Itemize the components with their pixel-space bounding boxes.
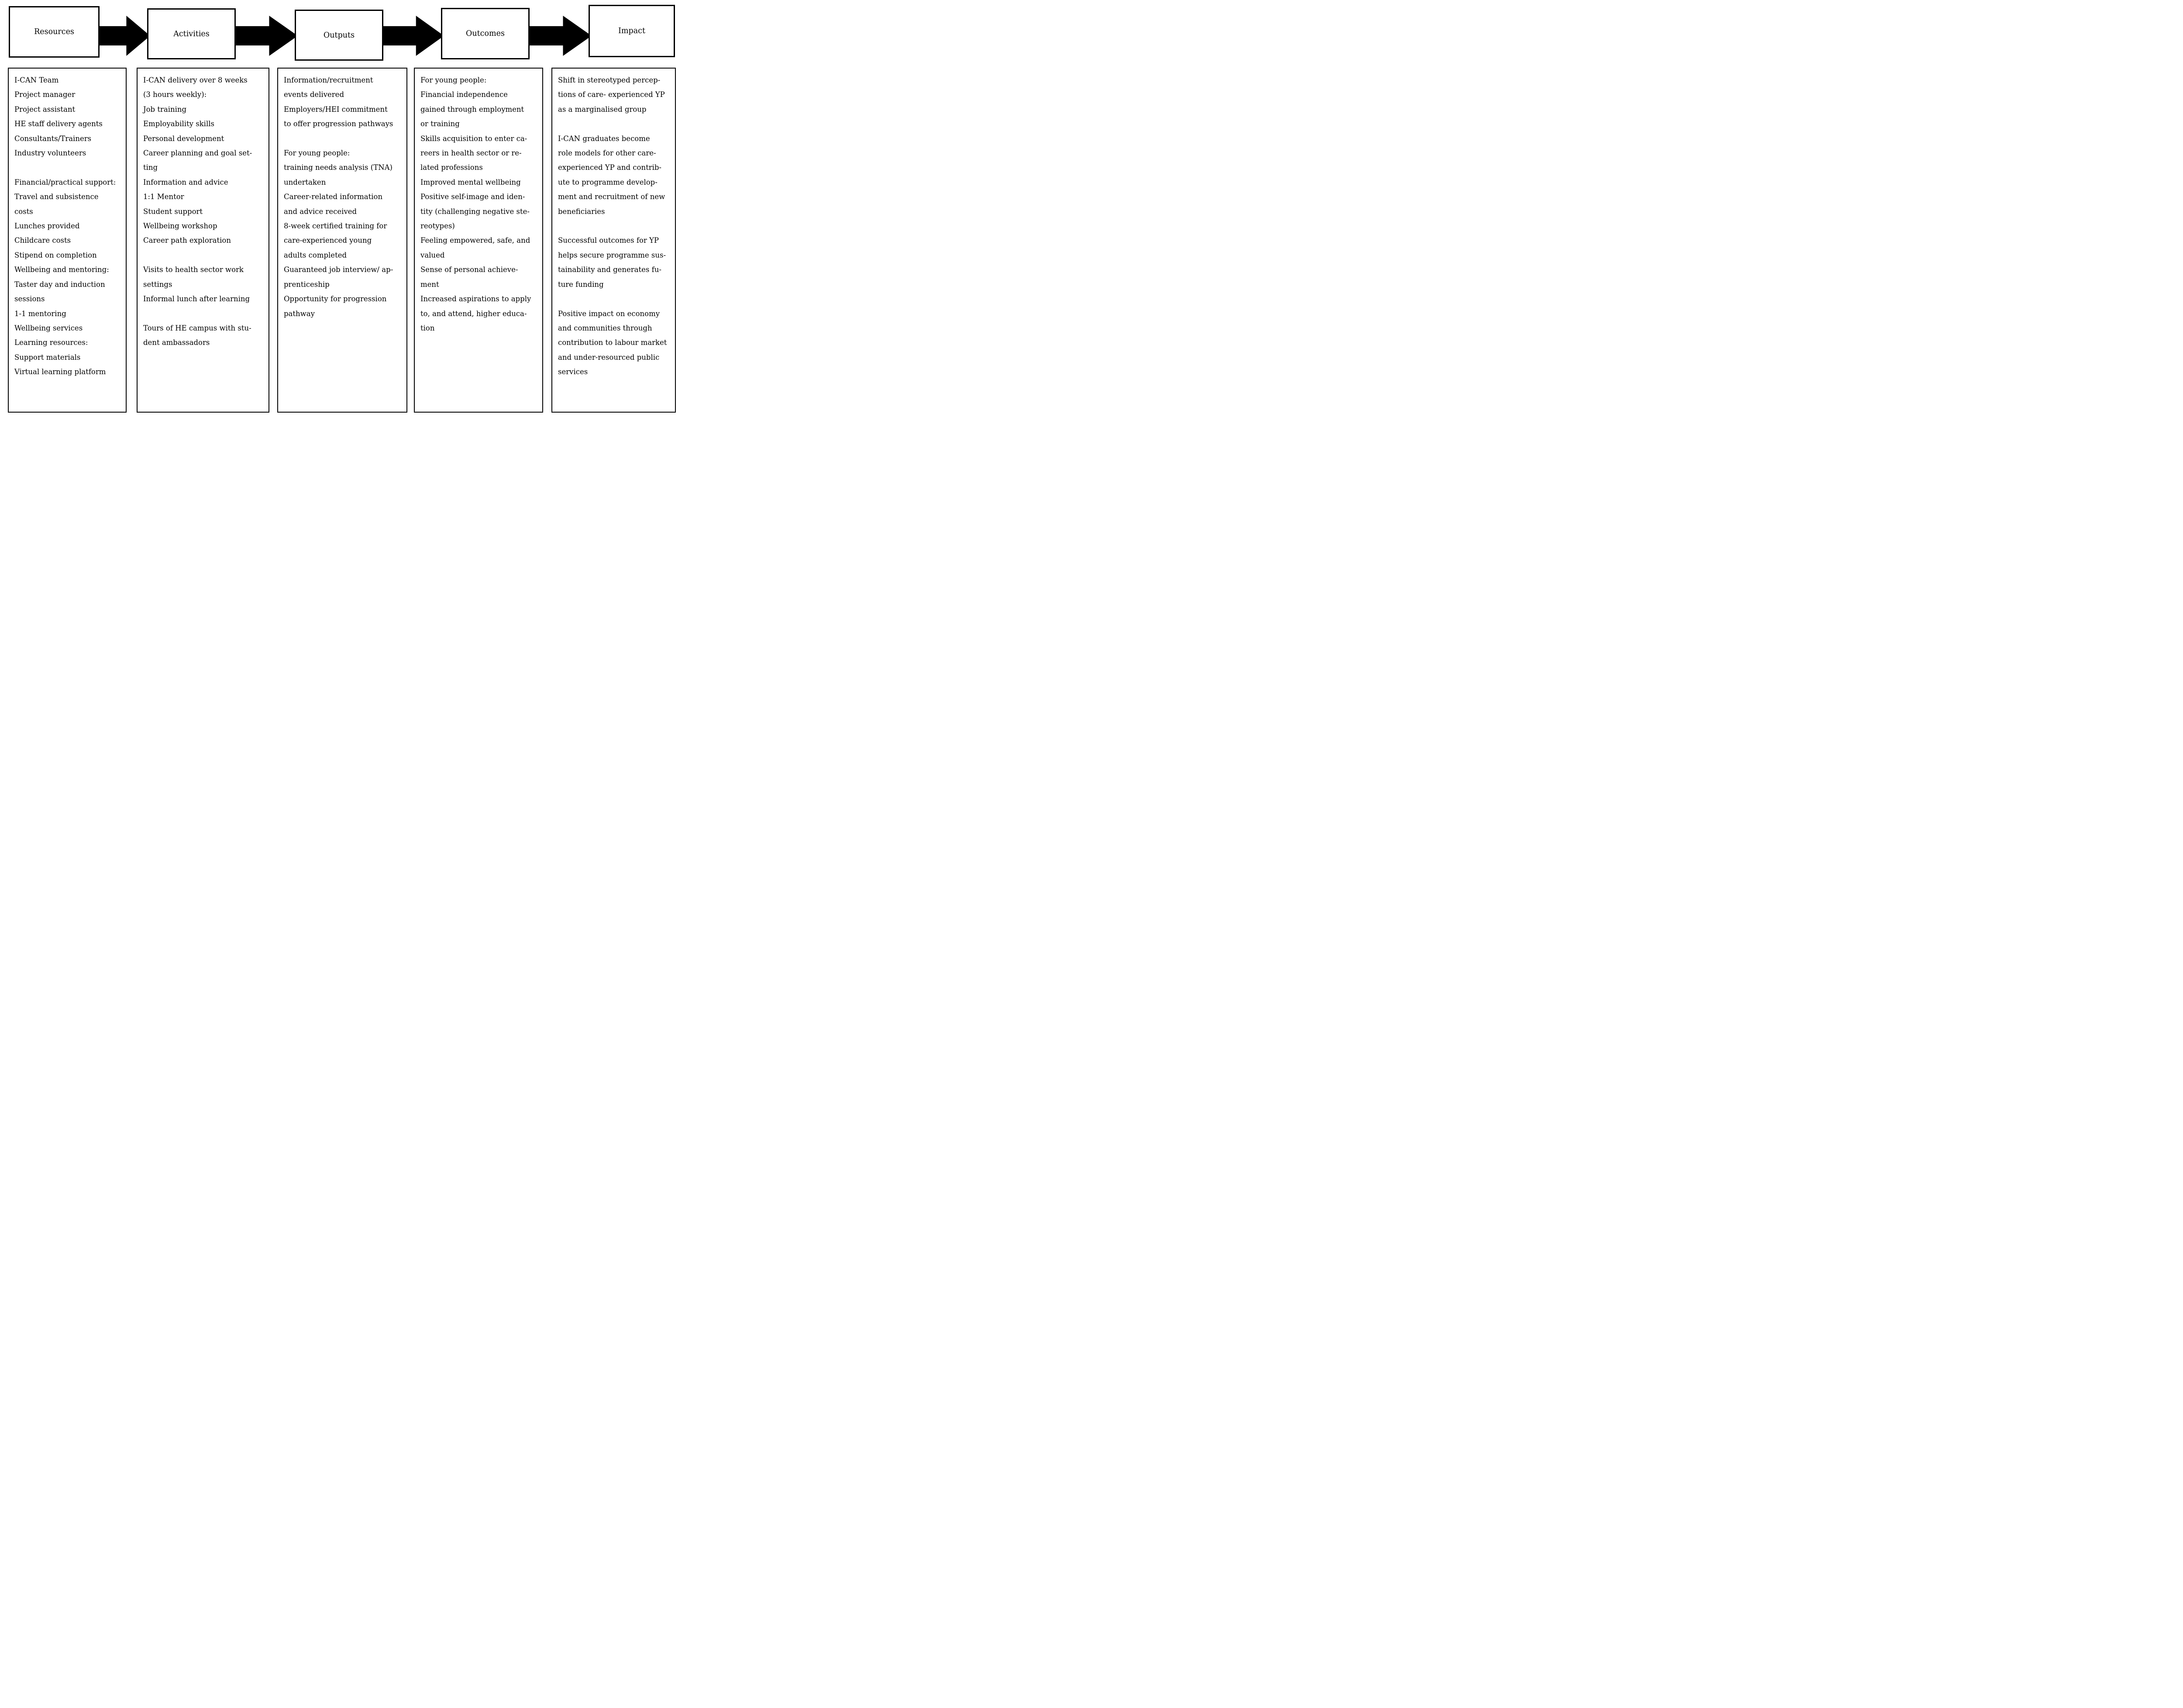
outputs-text: Information/recruitment events delivered… xyxy=(284,76,393,318)
header-label-outcomes: Outcomes xyxy=(466,29,505,38)
content-box-impact: Shift in stereotyped percep- tions of ca… xyxy=(551,68,676,413)
content-box-outcomes: For young people: Financial independence… xyxy=(414,68,543,413)
content-box-outputs: Information/recruitment events delivered… xyxy=(277,68,407,413)
flow-arrow-activities-to-outputs-icon xyxy=(230,16,298,56)
flow-arrow-outputs-to-outcomes-icon xyxy=(377,16,444,56)
flow-arrow-outcomes-to-impact-icon xyxy=(523,16,592,56)
header-box-impact: Impact xyxy=(589,5,675,57)
resources-text: I-CAN Team Project manager Project assis… xyxy=(14,76,116,376)
header-label-outputs: Outputs xyxy=(323,31,355,40)
activities-text: I-CAN delivery over 8 weeks (3 hours wee… xyxy=(143,76,252,347)
content-box-activities: I-CAN delivery over 8 weeks (3 hours wee… xyxy=(137,68,269,413)
logic-model-diagram: Resources Activities Outputs Outcomes Im… xyxy=(0,0,690,427)
impact-text: Shift in stereotyped percep- tions of ca… xyxy=(558,76,667,376)
header-box-activities: Activities xyxy=(147,8,236,59)
header-box-resources: Resources xyxy=(9,6,100,58)
content-box-resources: I-CAN Team Project manager Project assis… xyxy=(8,68,127,413)
outcomes-text: For young people: Financial independence… xyxy=(420,76,531,332)
header-label-activities: Activities xyxy=(173,29,210,38)
header-box-outputs: Outputs xyxy=(295,10,383,61)
flow-arrow-resources-to-activities-icon xyxy=(93,16,150,56)
header-label-impact: Impact xyxy=(618,27,645,35)
header-label-resources: Resources xyxy=(34,28,74,36)
header-box-outcomes: Outcomes xyxy=(441,8,530,59)
